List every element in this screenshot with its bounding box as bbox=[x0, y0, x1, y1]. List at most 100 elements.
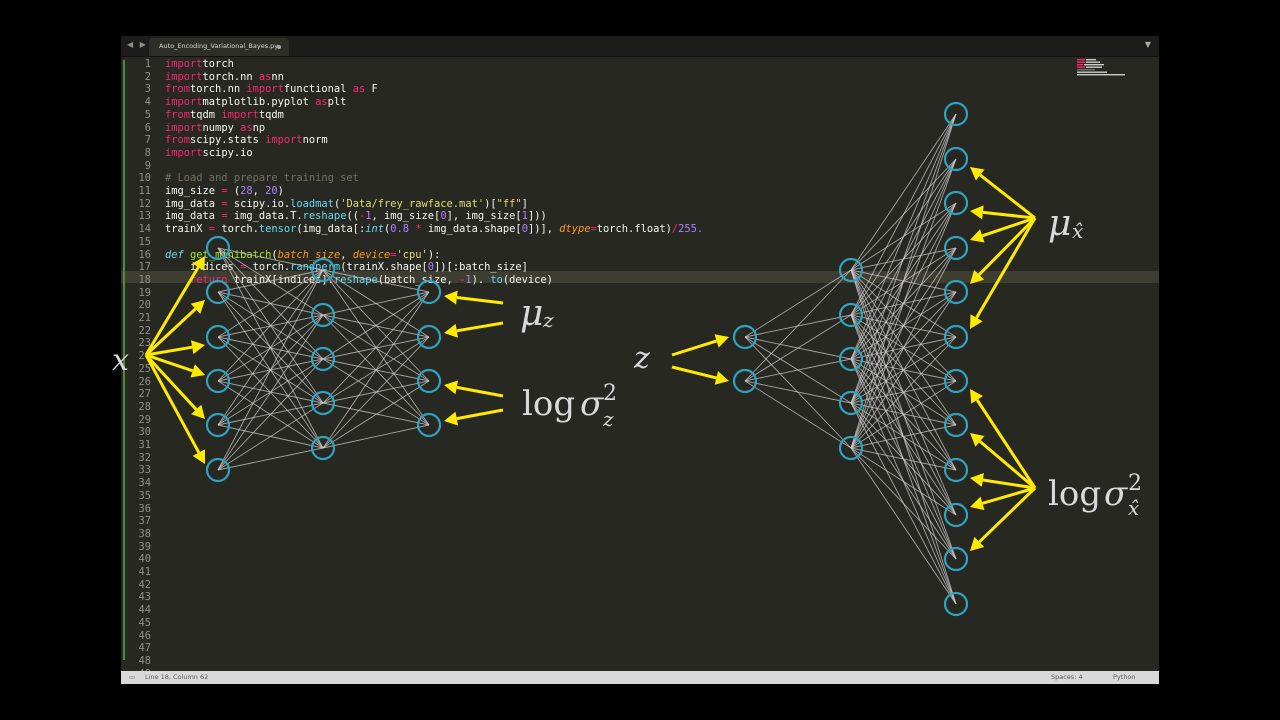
line-number: 30 bbox=[138, 426, 151, 439]
line-number: 14 bbox=[138, 223, 151, 236]
cursor-position: Line 18, Column 62 bbox=[145, 673, 209, 681]
line-number: 42 bbox=[138, 578, 151, 591]
code-token: , bbox=[252, 185, 266, 197]
code-line[interactable]: trainX = torch.tensor(img_data[:int(0.8 … bbox=[165, 223, 703, 236]
code-line[interactable]: indices = torch.randperm(trainX.shape[0]… bbox=[165, 261, 528, 274]
line-number: 21 bbox=[138, 312, 151, 324]
line-number: 24 bbox=[138, 350, 151, 363]
code-token: import bbox=[221, 108, 259, 121]
code-line[interactable]: fromtqdm importtqdm bbox=[165, 109, 284, 122]
code-line[interactable]: def get_minibatch(batch_size, device='cp… bbox=[165, 249, 440, 262]
line-number: 33 bbox=[138, 464, 151, 477]
code-token: "ff" bbox=[496, 197, 522, 210]
line-number: 16 bbox=[138, 248, 151, 261]
code-token: (device) bbox=[502, 273, 553, 286]
code-line[interactable]: importnumpy asnp bbox=[165, 122, 265, 135]
code-token: ( bbox=[384, 223, 391, 236]
code-token: ])[:batch_size] bbox=[434, 261, 528, 274]
code-token: img_data bbox=[165, 210, 222, 223]
code-token: , img_size[ bbox=[371, 210, 441, 223]
code-line[interactable]: importscipy.io bbox=[165, 147, 253, 160]
code-token: as bbox=[315, 96, 328, 109]
line-number: 25 bbox=[138, 362, 151, 375]
code-token: )[ bbox=[484, 197, 497, 210]
code-line[interactable]: img_data = img_data.T.reshape((-1, img_s… bbox=[165, 210, 547, 223]
line-number: 10 bbox=[138, 172, 151, 185]
code-line[interactable]: img_data = scipy.io.loadmat('Data/frey_r… bbox=[165, 198, 528, 211]
code-line[interactable]: fromtorch.nn importfunctional as F bbox=[165, 83, 378, 96]
chevron-down-icon[interactable]: ▼ bbox=[1144, 40, 1151, 49]
code-token: import bbox=[165, 58, 203, 70]
code-line[interactable]: fromscipy.stats importnorm bbox=[165, 134, 328, 147]
editor-window: ◀ ▶ Auto_Encoding_Variational_Bayes.py ▼… bbox=[121, 36, 1159, 684]
tab-file[interactable]: Auto_Encoding_Variational_Bayes.py bbox=[149, 38, 289, 56]
code-token: from bbox=[165, 134, 191, 147]
code-token: as bbox=[352, 83, 366, 96]
code-token: tensor bbox=[258, 223, 297, 236]
code-token: functional bbox=[283, 83, 353, 96]
code-token: torch bbox=[202, 58, 234, 70]
code-token: 1 bbox=[521, 210, 528, 223]
code-token: dtype bbox=[559, 223, 591, 236]
code-token: device bbox=[352, 248, 391, 261]
line-number: 17 bbox=[138, 261, 151, 274]
minimap[interactable] bbox=[1077, 58, 1127, 76]
tab-nav-arrows-icon[interactable]: ◀ ▶ bbox=[127, 40, 148, 49]
code-line[interactable]: importtorch.nn asnn bbox=[165, 71, 284, 84]
line-number: 26 bbox=[138, 375, 151, 388]
code-token: trainX bbox=[165, 223, 209, 236]
code-token: batch_size bbox=[277, 248, 341, 261]
line-number: 37 bbox=[138, 515, 151, 528]
code-token: 'Data/frey_rawface.mat' bbox=[340, 197, 485, 210]
code-token: img_size bbox=[165, 185, 222, 197]
panel-toggle-icon[interactable]: ▭ bbox=[129, 673, 136, 681]
code-token: ], img_size[ bbox=[446, 210, 522, 223]
syntax-mode[interactable]: Python bbox=[1113, 673, 1136, 681]
code-token: tqdm bbox=[190, 108, 222, 121]
code-token: = bbox=[221, 210, 228, 223]
code-token: plt bbox=[327, 96, 347, 109]
code-token: ). bbox=[471, 273, 491, 286]
indentation-setting[interactable]: Spaces: 4 bbox=[1051, 673, 1083, 681]
code-line[interactable]: # Load and prepare training set bbox=[165, 172, 359, 185]
code-token: F bbox=[365, 83, 378, 96]
code-token: 0 bbox=[521, 223, 528, 236]
code-token: img_data.shape[ bbox=[421, 223, 522, 236]
line-number: 7 bbox=[144, 134, 151, 147]
code-line[interactable]: importmatplotlib.pyplot asplt bbox=[165, 96, 346, 109]
code-token: 0.8 bbox=[390, 223, 410, 236]
code-line[interactable]: img_size = (28, 20) bbox=[165, 185, 284, 198]
line-number: 29 bbox=[138, 413, 151, 426]
code-token: 0 bbox=[440, 210, 447, 223]
line-number: 22 bbox=[138, 324, 151, 337]
code-token: import bbox=[165, 146, 203, 159]
code-line[interactable]: return trainX[indices].reshape(batch_siz… bbox=[165, 274, 553, 287]
line-number: 15 bbox=[138, 235, 151, 248]
code-token: indices bbox=[165, 261, 241, 274]
line-number: 28 bbox=[138, 400, 151, 413]
line-number: 4 bbox=[144, 96, 151, 109]
code-token: matplotlib.pyplot bbox=[202, 96, 316, 109]
line-number: 34 bbox=[138, 477, 151, 490]
code-token: = bbox=[221, 197, 228, 210]
code-token: ])) bbox=[527, 210, 547, 223]
code-token: trainX[indices]. bbox=[227, 273, 334, 286]
code-token: torch.nn bbox=[202, 70, 259, 83]
code-token: 0 bbox=[427, 261, 435, 274]
code-token: # Load and prepare training set bbox=[165, 172, 359, 185]
line-number: 12 bbox=[138, 197, 151, 210]
code-line[interactable]: importtorch bbox=[165, 58, 234, 71]
code-token: import bbox=[265, 134, 303, 147]
line-number: 31 bbox=[138, 439, 151, 451]
code-token: ( bbox=[227, 185, 241, 197]
code-token: torch. bbox=[215, 223, 259, 236]
code-token: 28 bbox=[240, 185, 253, 197]
code-token: 1 bbox=[465, 273, 472, 286]
unsaved-dot-icon[interactable] bbox=[277, 45, 281, 49]
status-bar: ▭ Line 18, Column 62 Spaces: 4 Python bbox=[121, 671, 1159, 684]
code-token: ])], bbox=[527, 223, 560, 236]
line-number: 46 bbox=[138, 629, 151, 642]
code-token: to bbox=[490, 273, 503, 286]
line-number: 44 bbox=[138, 604, 151, 617]
